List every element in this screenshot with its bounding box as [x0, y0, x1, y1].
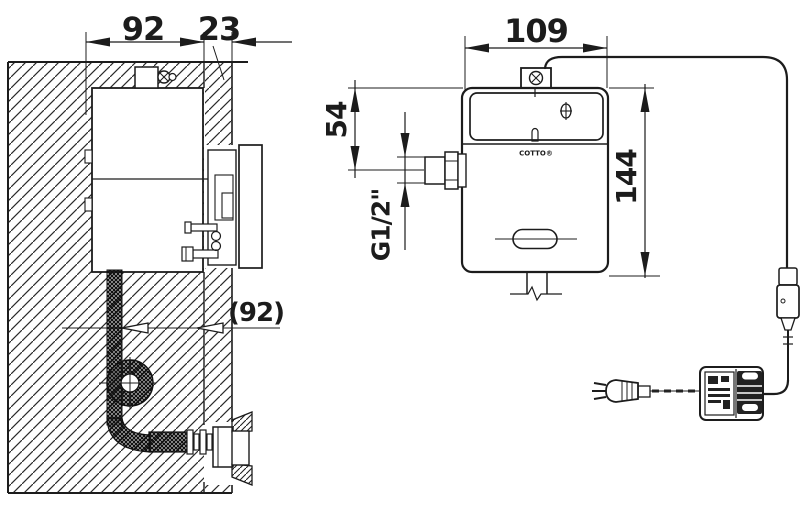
dim-label-92: 92 [121, 10, 166, 48]
wall-outline [7, 61, 248, 494]
power-plug [592, 379, 700, 403]
dim-label-ref-92: (92) [228, 298, 285, 328]
power-assembly [592, 267, 800, 421]
dimension-g12 [397, 112, 425, 250]
outlet-pipe [510, 272, 562, 302]
front-view [348, 36, 789, 302]
water-supply-pipe [99, 269, 156, 426]
signal-cable [543, 55, 789, 270]
inline-connector [776, 267, 800, 380]
cover-plate-assembly [181, 144, 263, 269]
concealed-valve-box [84, 87, 209, 273]
sensor-window [495, 228, 577, 250]
dim-label-54: 54 [320, 101, 353, 139]
side-section-view [7, 32, 292, 494]
adapter-cord [762, 379, 790, 396]
spout-fitting [186, 411, 253, 486]
dim-label-109: 109 [504, 12, 569, 50]
top-fixing-tab [520, 67, 552, 90]
inlet-fitting [424, 151, 467, 190]
valve-body [460, 86, 610, 274]
dimension-ref-92 [121, 322, 224, 334]
dim-label-144: 144 [610, 149, 643, 205]
dimension-109 [464, 36, 608, 92]
dim-label-23: 23 [197, 10, 242, 48]
dimension-92-23 [85, 32, 292, 115]
dim-label-g12: G1/2" [366, 188, 396, 262]
dimension-144 [609, 84, 660, 278]
mounting-bracket [134, 66, 177, 89]
dimension-54 [348, 80, 463, 178]
power-adapter [699, 366, 764, 421]
brand-logo: COTTO® [519, 149, 553, 158]
flexible-hose [106, 417, 188, 453]
